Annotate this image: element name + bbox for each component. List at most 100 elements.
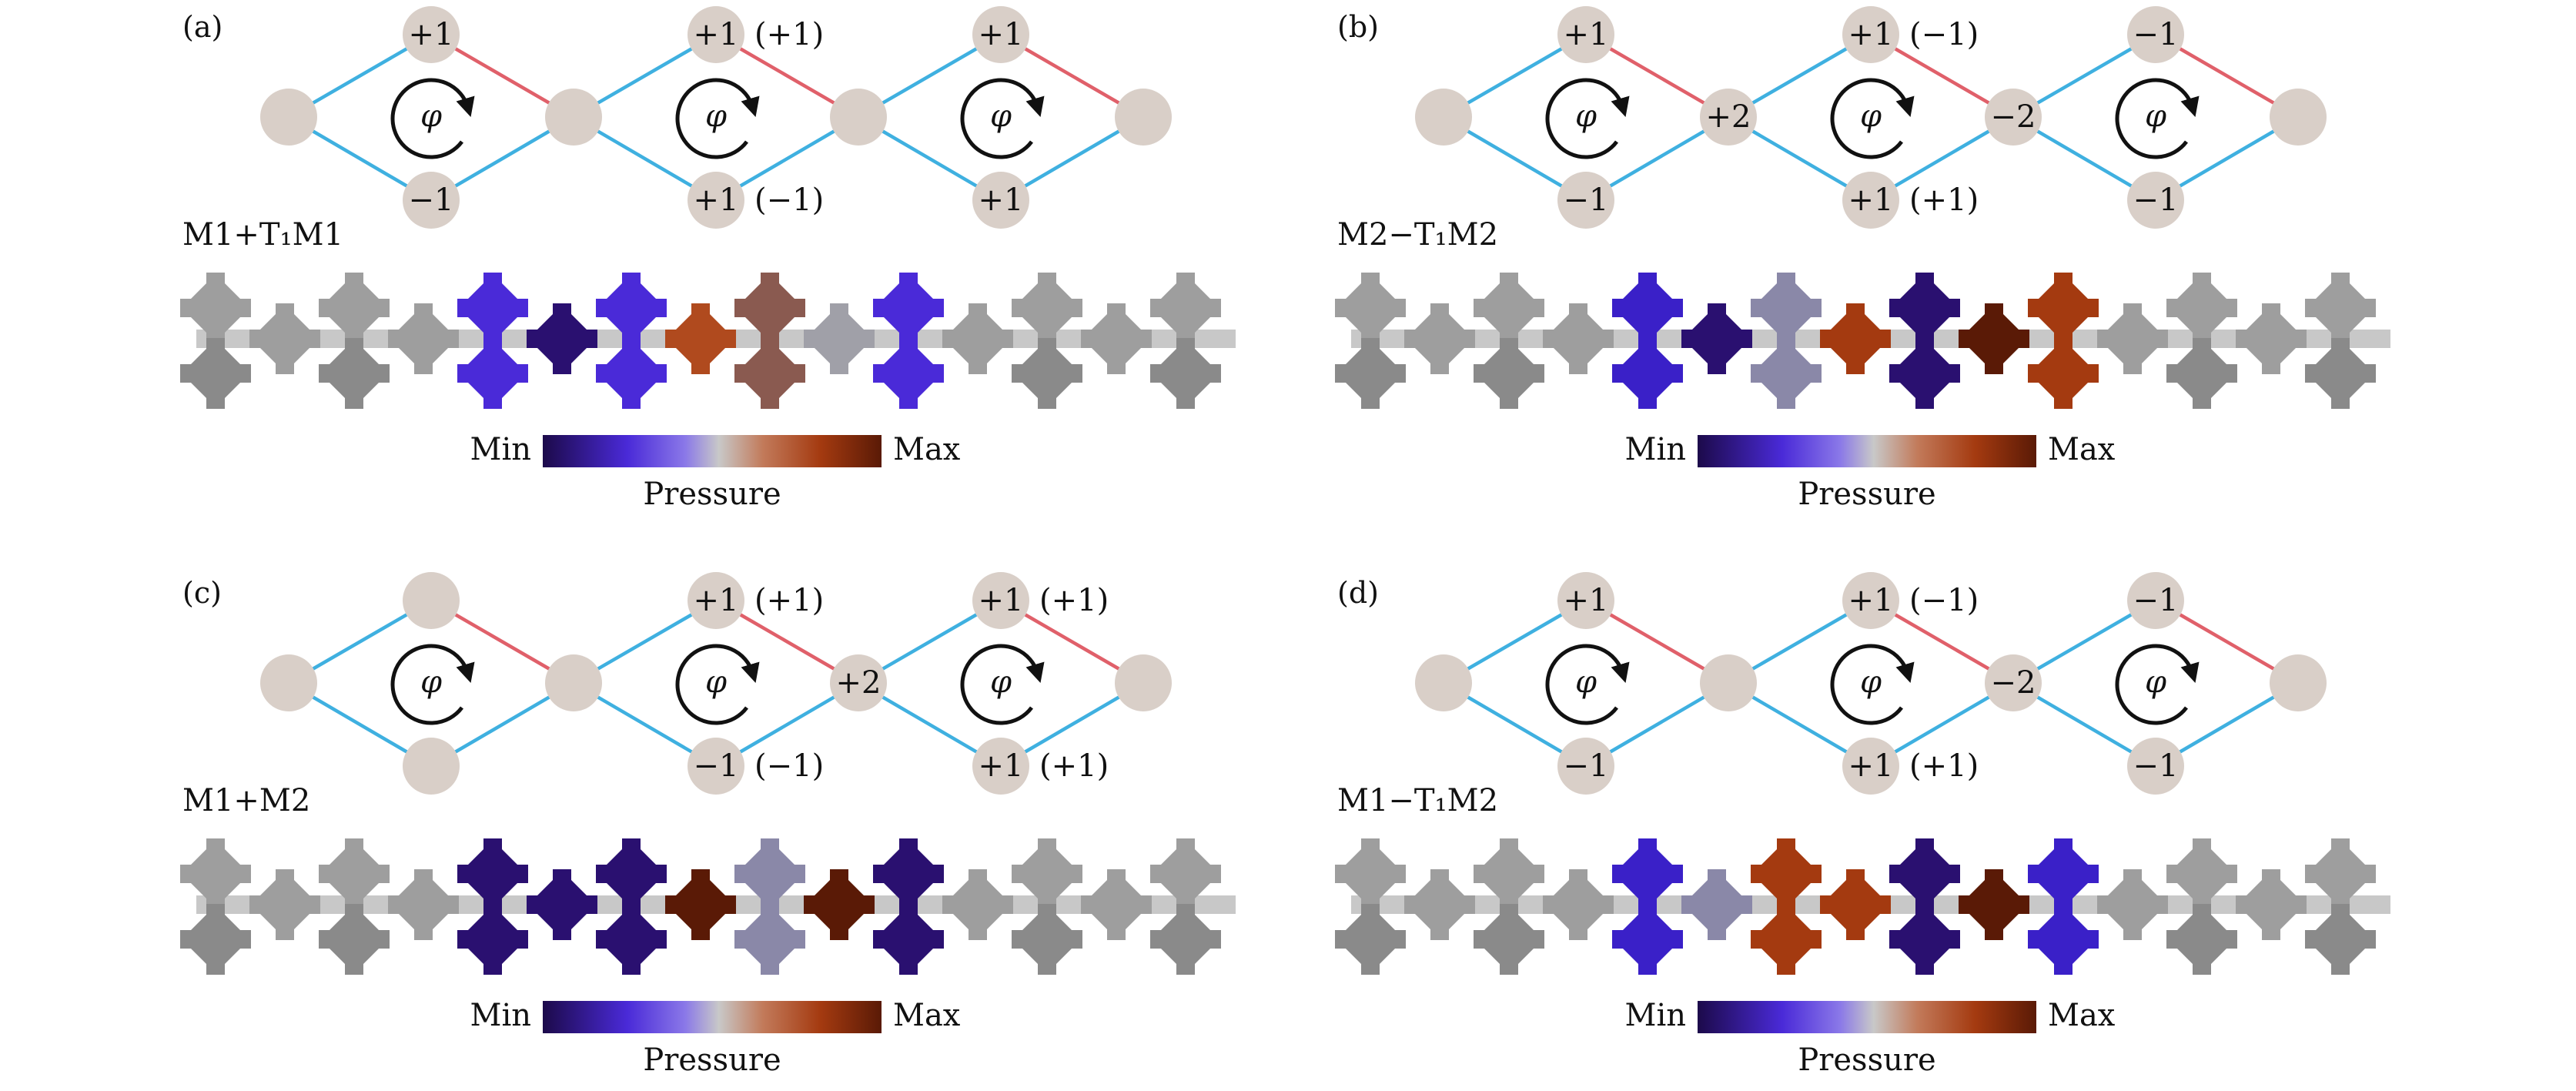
top-charge-extra: (−1) [1909, 17, 1979, 52]
site-bottom [1557, 172, 1614, 229]
pressure-colorbar [543, 435, 882, 467]
resonator-cell [1681, 869, 1752, 940]
resonator-cell [596, 338, 667, 409]
bottom-charge: +1 [1848, 748, 1894, 784]
site-junction [1415, 89, 1472, 146]
bottom-charge-extra: (+1) [1039, 748, 1109, 784]
site-bottom [1842, 738, 1899, 795]
colorbar-title: Pressure [1798, 1042, 1935, 1078]
resonator-cell [1150, 338, 1221, 409]
site-junction [1700, 654, 1757, 711]
resonator-cell [2236, 869, 2307, 940]
resonator-cell [1404, 869, 1475, 940]
top-charge: +1 [1564, 583, 1609, 618]
colorbar-max-label: Max [893, 998, 961, 1033]
resonator-cell [457, 904, 528, 975]
top-charge: +1 [409, 17, 454, 52]
resonator-cell [249, 303, 320, 374]
site-junction [260, 654, 317, 711]
circulation-arrow-icon [1830, 78, 1915, 159]
site-junction [830, 89, 887, 146]
resonator-cell [1474, 904, 1544, 975]
resonator-lattice [180, 838, 1236, 975]
resonator-lattice [1335, 273, 2390, 409]
top-charge-extra: (+1) [754, 17, 824, 52]
top-charge: +1 [694, 17, 739, 52]
top-charge: +1 [694, 583, 739, 618]
site-junction [830, 654, 887, 711]
colorbar-title: Pressure [1798, 477, 1935, 512]
circulation-arrow-icon [2115, 644, 2200, 725]
resonator-cell [2166, 904, 2237, 975]
resonator-cell [1681, 303, 1752, 374]
resonator-cell [2166, 338, 2237, 409]
resonator-cell [1543, 869, 1614, 940]
site-junction [1415, 654, 1472, 711]
site-junction [545, 89, 602, 146]
resonator-cell [1012, 338, 1082, 409]
site-top [687, 6, 744, 63]
colorbar-max-label: Max [2048, 998, 2116, 1033]
resonator-cell [873, 338, 944, 409]
circulation-arrow-icon [960, 644, 1045, 725]
junction-charge: +2 [1706, 99, 1751, 135]
top-charge: +1 [979, 583, 1024, 618]
resonator-cell [734, 904, 805, 975]
resonator-cell [734, 338, 805, 409]
bottom-charge: −1 [1564, 182, 1609, 218]
bottom-charge-extra: (−1) [754, 748, 824, 784]
site-top [972, 572, 1029, 629]
resonator-cell [1959, 303, 2029, 374]
resonator-cell [1474, 338, 1544, 409]
panel-label: (d) [1337, 576, 1379, 610]
top-charge: +1 [1564, 17, 1609, 52]
resonator-cell [1612, 338, 1683, 409]
circulation-arrow-icon [675, 78, 760, 159]
resonator-cell [942, 869, 1013, 940]
resonator-cell [1081, 869, 1152, 940]
colorbar-min-label: Min [1624, 998, 1686, 1033]
panel-b: (b)+2−2+1−1φ+1(−1)+1(+1)φ−1−1φM2−T₁M2Min… [1335, 6, 2390, 512]
site-junction [2270, 654, 2327, 711]
colorbar-min-label: Min [470, 998, 531, 1033]
phi-symbol: φ [990, 664, 1012, 700]
resonator-cell [1612, 904, 1683, 975]
site-bottom [687, 738, 744, 795]
resonator-cell [2097, 869, 2168, 940]
site-junction [260, 89, 317, 146]
junction-charge: −2 [1991, 665, 2036, 701]
bottom-charge-extra: (+1) [1909, 182, 1979, 218]
resonator-cell [180, 338, 251, 409]
resonator-cell [388, 869, 459, 940]
resonator-cell [2028, 904, 2099, 975]
resonator-cell [1081, 303, 1152, 374]
site-top [2127, 572, 2184, 629]
phi-symbol: φ [1860, 99, 1882, 134]
site-bottom [2127, 738, 2184, 795]
site-bottom [972, 738, 1029, 795]
site-junction [1985, 654, 2042, 711]
pressure-colorbar [1698, 1001, 2036, 1033]
bottom-charge: −1 [2133, 182, 2179, 218]
site-bottom [1842, 172, 1899, 229]
resonator-cell [2305, 338, 2376, 409]
bottom-charge-extra: (+1) [1909, 748, 1979, 784]
mode-name: M2−T₁M2 [1337, 217, 1498, 253]
bottom-charge: −1 [2133, 748, 2179, 784]
bottom-charge: −1 [1564, 748, 1609, 784]
phi-symbol: φ [1575, 99, 1597, 134]
resonator-cell [804, 869, 875, 940]
circulation-arrow-icon [960, 78, 1045, 159]
resonator-cell [1889, 904, 1960, 975]
site-bottom [2127, 172, 2184, 229]
circulation-arrow-icon [1545, 78, 1630, 159]
resonator-cell [942, 303, 1013, 374]
resonator-cell [1820, 869, 1891, 940]
circulation-arrow-icon [2115, 78, 2200, 159]
colorbar-max-label: Max [2048, 432, 2116, 467]
resonator-cell [1751, 904, 1822, 975]
top-charge-extra: (−1) [1909, 583, 1979, 618]
resonator-cell [180, 904, 251, 975]
